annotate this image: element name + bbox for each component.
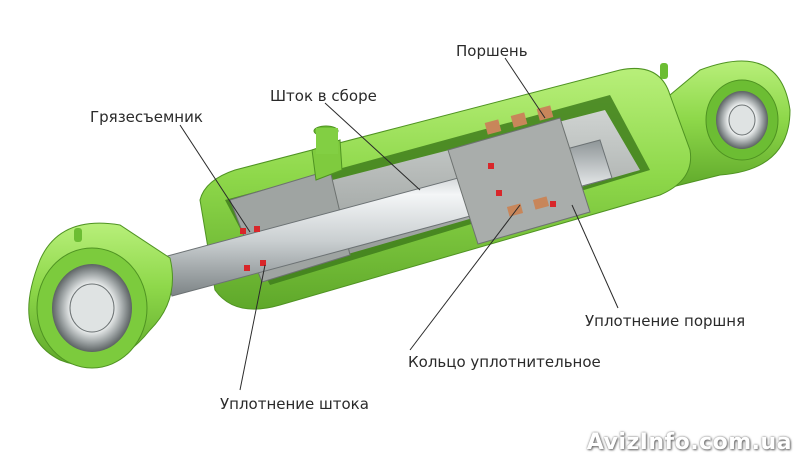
label-sealing-ring: Кольцо уплотнительное (408, 353, 601, 371)
label-piston-seal: Уплотнение поршня (585, 312, 746, 330)
seals (240, 163, 556, 271)
label-rod-assembly: Шток в сборе (270, 87, 377, 105)
leader-lines (179, 57, 619, 391)
label-piston: Поршень (456, 42, 528, 60)
watermark: AvizInfo.com.ua (586, 430, 792, 455)
piston (447, 105, 591, 245)
label-wiper: Грязесъемник (90, 108, 203, 126)
left-mounting-eye (28, 222, 173, 369)
label-rod-seal: Уплотнение штока (220, 395, 369, 413)
